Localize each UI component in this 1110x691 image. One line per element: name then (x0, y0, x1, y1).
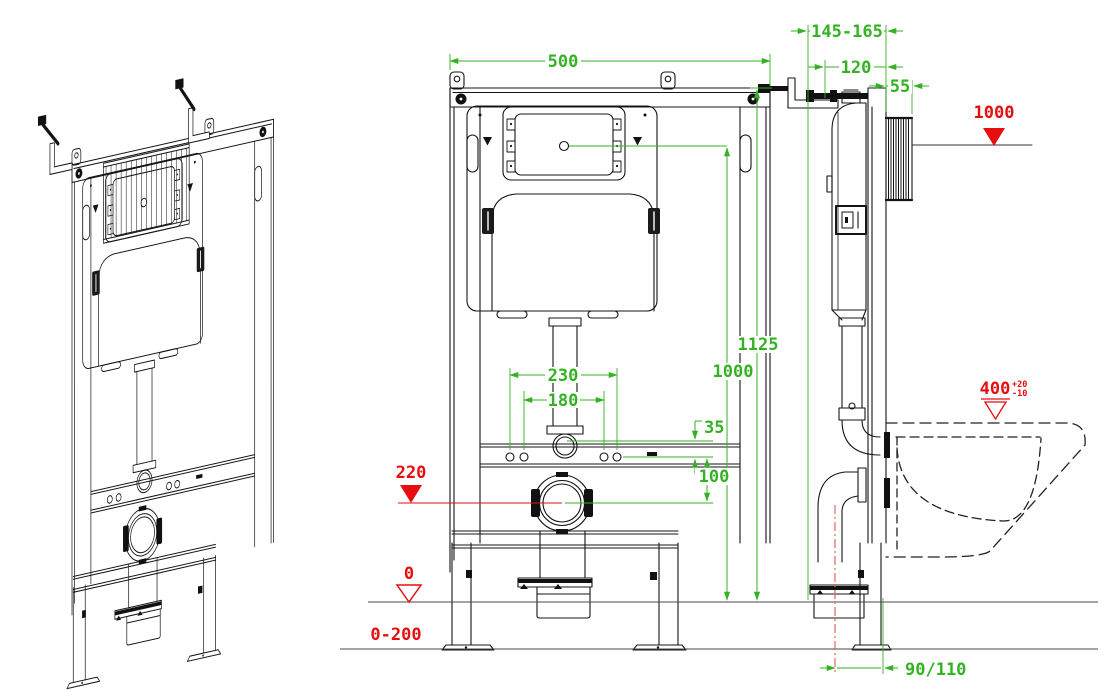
drain-elbow (817, 471, 859, 563)
toilet-bowl-outline (885, 422, 1086, 558)
drain-cup (536, 586, 591, 619)
left-foot (441, 644, 495, 651)
level-text-bowl: 400 (980, 379, 1011, 399)
dim-drain-offset-v: 100 (565, 458, 733, 504)
mount-tab (449, 71, 465, 90)
level-text-drain: 220 (396, 463, 427, 483)
dim-flush-offset: 35 (567, 418, 724, 474)
dim-text-drain-wall-offset: 90/110 (905, 660, 966, 680)
dim-text-frame-depth: 120 (841, 58, 872, 78)
level-text-push-plate: 1000 (974, 103, 1015, 123)
dim-panel-height: 1000 (569, 145, 756, 601)
wall-bracket (188, 107, 210, 144)
level-text-adjust-range: 0-200 (370, 625, 421, 645)
dim-frame-height: 1125 (736, 87, 781, 601)
level-marker-filled (983, 128, 1005, 146)
top-crossbar (449, 87, 771, 108)
mount-tab (660, 71, 676, 90)
level-bowl-top: 400 +20 -10 (980, 379, 1027, 421)
backing-plate (466, 105, 658, 312)
level-marker-open (983, 401, 1008, 421)
pan-fixing-hole (505, 452, 515, 462)
level-drain-center: 220 (396, 463, 562, 504)
dim-text-frame-width: 500 (548, 52, 579, 72)
isometric-extras (37, 78, 210, 244)
dim-text-sleeve-depth: 55 (890, 77, 910, 97)
level-marker-open (395, 584, 423, 604)
level-finished-floor: 0 (395, 564, 423, 604)
dim-text-fixing-outer: 230 (548, 366, 579, 386)
isometric-view (37, 78, 275, 690)
level-text-bowl-tol-plus: +20 (1012, 380, 1027, 390)
right-foot (632, 644, 687, 651)
level-marker-filled (400, 485, 422, 503)
ground-lines (340, 601, 1098, 650)
level-text-bowl-tol-minus: -10 (1012, 389, 1027, 399)
dim-frame-depth: 120 (808, 58, 903, 98)
flush-pipe (548, 317, 582, 327)
dim-text-frame-height: 1125 (738, 335, 779, 355)
valve-box (835, 205, 867, 235)
dim-wall-offset: 145-165 (791, 22, 903, 600)
side-wall-bracket (787, 77, 839, 109)
dim-frame-width: 500 (449, 52, 771, 86)
pan-fixing-hole (612, 452, 622, 462)
dim-fixing-outer: 230 (509, 366, 618, 450)
wall-bracket (49, 142, 73, 175)
dim-text-flush-offset: 35 (704, 418, 724, 438)
panel-center-hole (558, 140, 570, 152)
pan-fixing-hole (519, 452, 529, 462)
dim-fixing-inner: 180 (523, 391, 605, 450)
dim-text-drain-offset-v: 100 (699, 467, 730, 487)
access-panel (502, 106, 626, 181)
flush-elbow (552, 433, 578, 459)
dim-text-panel-height: 1000 (713, 362, 754, 382)
dim-text-fixing-inner: 180 (548, 391, 579, 411)
dim-sleeve-depth: 55 (869, 77, 929, 114)
cistern-body (491, 193, 655, 312)
side-foot (851, 644, 892, 651)
dim-drain-wall-offset: 90/110 (820, 598, 966, 680)
side-view (758, 77, 1086, 651)
level-push-plate: 1000 (974, 103, 1015, 146)
pan-fixing-hole (599, 452, 609, 462)
drain-flange (857, 467, 867, 503)
side-drain-cup (813, 593, 865, 619)
level-text-floor: 0 (404, 564, 414, 584)
front-view (441, 71, 771, 651)
dim-text-wall-offset: 145-165 (811, 22, 883, 42)
cistern-side (831, 102, 867, 311)
